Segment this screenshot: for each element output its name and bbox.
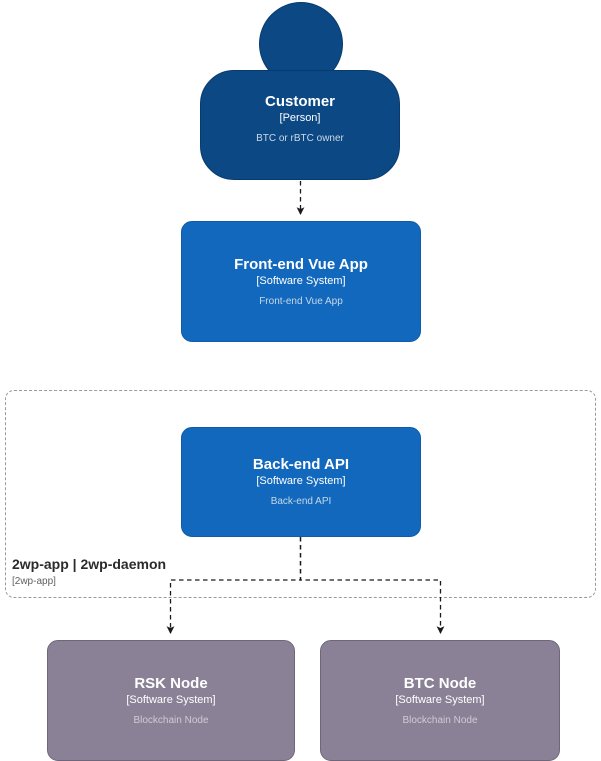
btc-node-description: Blockchain Node bbox=[402, 714, 478, 726]
node-btc-node[interactable]: BTC Node [Software System] Blockchain No… bbox=[320, 640, 560, 761]
node-backend-api[interactable]: Back-end API [Software System] Back-end … bbox=[181, 427, 421, 537]
backend-type: [Software System] bbox=[256, 475, 346, 487]
customer-description: BTC or rBTC owner bbox=[256, 133, 344, 144]
boundary-sublabel: [2wp-app] bbox=[12, 576, 56, 587]
person-body: Customer [Person] BTC or rBTC owner bbox=[200, 70, 400, 180]
rsk-node-description: Blockchain Node bbox=[133, 714, 209, 726]
btc-node-title: BTC Node bbox=[403, 674, 477, 692]
customer-type: [Person] bbox=[279, 112, 321, 124]
customer-title: Customer bbox=[264, 93, 335, 110]
rsk-node-type: [Software System] bbox=[126, 693, 216, 706]
frontend-type: [Software System] bbox=[256, 274, 346, 287]
node-frontend-vue-app[interactable]: Front-end Vue App [Software System] Fron… bbox=[181, 221, 421, 342]
frontend-description: Front-end Vue App bbox=[259, 295, 343, 307]
rsk-node-title: RSK Node bbox=[134, 674, 208, 692]
node-rsk-node[interactable]: RSK Node [Software System] Blockchain No… bbox=[47, 640, 295, 761]
btc-node-type: [Software System] bbox=[395, 693, 485, 706]
backend-description: Back-end API bbox=[270, 496, 332, 507]
frontend-title: Front-end Vue App bbox=[234, 255, 368, 273]
backend-title: Back-end API bbox=[252, 456, 350, 473]
boundary-label: 2wp-app | 2wp-daemon bbox=[12, 556, 167, 572]
